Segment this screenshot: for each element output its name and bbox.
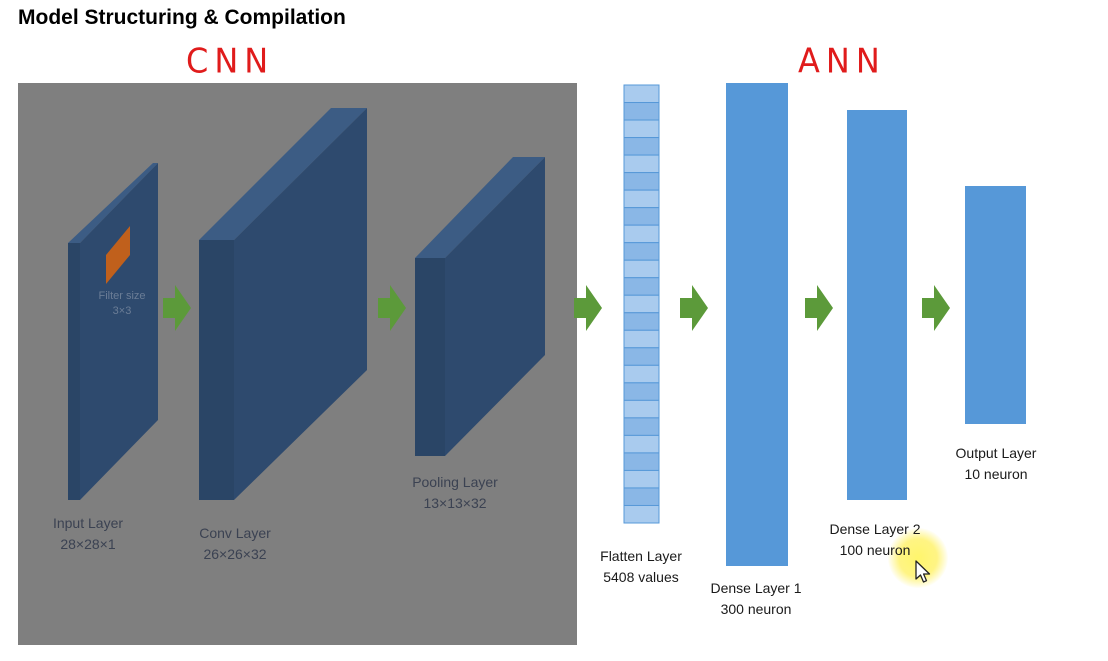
flatten-cell [623, 207, 660, 226]
flatten-cell [623, 399, 660, 419]
arrow-4 [680, 285, 708, 331]
flatten-cell [623, 154, 660, 174]
flatten-cell [623, 364, 660, 384]
input-layer-label: Input Layer 28×28×1 [33, 513, 143, 555]
flatten-layer-dims: 5408 values [603, 569, 679, 585]
ann-annotation: ANN [798, 41, 886, 81]
arrow-6 [922, 285, 950, 331]
output-layer-label: Output Layer 10 neuron [936, 443, 1056, 485]
page-title: Model Structuring & Compilation [18, 6, 346, 29]
flatten-cell [623, 417, 660, 436]
dense-layer-2-label: Dense Layer 2 100 neuron [815, 519, 935, 561]
flatten-cell [623, 84, 660, 104]
flatten-cell [623, 242, 660, 261]
cnn-annotation: CNN [186, 41, 275, 81]
dense-layer-2-dims: 100 neuron [839, 542, 911, 558]
input-layer-block [68, 163, 158, 500]
flatten-cell [623, 294, 660, 314]
dense-layer-1-label: Dense Layer 1 300 neuron [696, 578, 816, 620]
arrow-5 [805, 285, 833, 331]
filter-patch [106, 226, 130, 284]
conv-layer-dims: 26×26×32 [203, 546, 267, 562]
flatten-cell [623, 189, 660, 209]
flatten-cell [623, 119, 660, 139]
flatten-cell [623, 469, 660, 489]
pooling-layer-block [415, 157, 545, 456]
arrow-2 [378, 285, 406, 331]
output-layer-block [965, 186, 1026, 424]
flatten-cell [623, 504, 660, 524]
flatten-cell [623, 259, 660, 279]
flatten-cell [623, 452, 660, 471]
input-layer-dims: 28×28×1 [60, 536, 116, 552]
flatten-cell [623, 102, 660, 121]
conv-layer-block [199, 108, 367, 500]
flatten-cell [623, 329, 660, 349]
arrow-3 [574, 285, 602, 331]
filter-name: Filter size [98, 290, 146, 302]
flatten-cell [623, 224, 660, 244]
conv-layer-name: Conv Layer [199, 525, 271, 541]
dense-layer-1-block [726, 83, 788, 566]
dense-layer-1-dims: 300 neuron [720, 601, 792, 617]
pooling-layer-label: Pooling Layer 13×13×32 [395, 472, 515, 514]
flatten-cell [623, 347, 660, 366]
flatten-cell [623, 172, 660, 191]
flatten-cell [623, 487, 660, 506]
filter-size-label: Filter size 3×3 [92, 289, 152, 319]
filter-dims: 3×3 [112, 305, 132, 317]
output-layer-name: Output Layer [955, 445, 1037, 461]
flatten-cell [623, 137, 660, 156]
flatten-layer-block [623, 84, 660, 524]
mouse-cursor-icon [915, 560, 931, 583]
flatten-layer-label: Flatten Layer 5408 values [581, 546, 701, 588]
flatten-cell [623, 382, 660, 401]
dense-layer-2-block [847, 110, 907, 500]
flatten-cell [623, 312, 660, 331]
flatten-layer-name: Flatten Layer [600, 548, 682, 564]
flatten-cell [623, 434, 660, 454]
output-layer-dims: 10 neuron [964, 466, 1028, 482]
pooling-layer-name: Pooling Layer [412, 474, 498, 490]
dense-layer-1-name: Dense Layer 1 [710, 580, 802, 596]
conv-layer-label: Conv Layer 26×26×32 [180, 523, 290, 565]
pooling-layer-dims: 13×13×32 [423, 495, 487, 511]
dense-layer-2-name: Dense Layer 2 [829, 521, 921, 537]
flatten-cell [623, 277, 660, 296]
input-layer-name: Input Layer [52, 515, 124, 531]
arrow-1 [163, 285, 191, 331]
